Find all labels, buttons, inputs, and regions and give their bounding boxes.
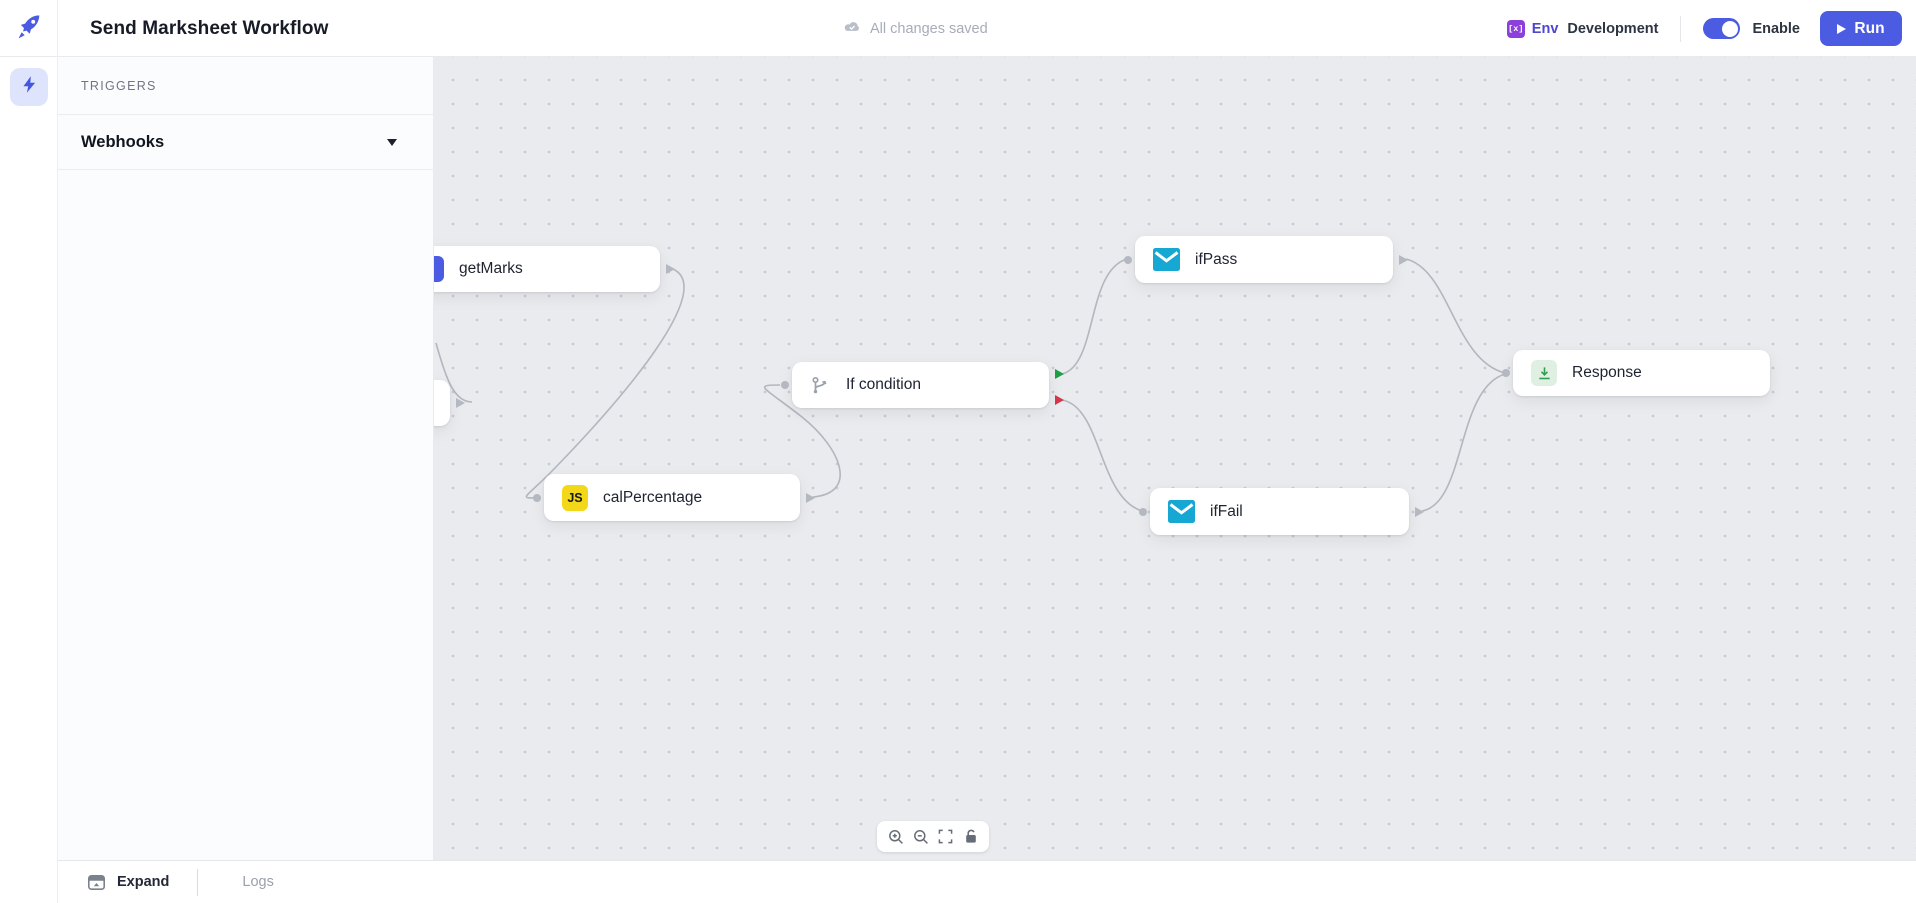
wire-ifpass-to-response — [1405, 258, 1506, 374]
node-label: If condition — [846, 376, 921, 393]
toggle-knob — [1721, 20, 1738, 37]
node-input-handle[interactable] — [1124, 255, 1132, 264]
page-title[interactable]: Send Marksheet Workflow — [90, 17, 329, 39]
javascript-icon: JS — [562, 484, 588, 511]
play-icon — [1837, 23, 1847, 34]
node-label: ifPass — [1195, 250, 1238, 268]
enable-label: Enable — [1752, 20, 1800, 37]
wire-iffail-to-response — [1421, 373, 1506, 512]
wire-false-to-iffail — [1061, 399, 1143, 512]
app-logo[interactable] — [0, 0, 58, 57]
node-input-handle[interactable] — [1502, 369, 1510, 377]
env-label: Env — [1531, 20, 1559, 37]
node-label: Response — [1572, 364, 1642, 381]
lock-button[interactable] — [960, 826, 982, 848]
true-output-handle[interactable] — [1055, 369, 1064, 379]
triggers-rail-button[interactable] — [10, 68, 48, 106]
zoom-out-button[interactable] — [910, 826, 932, 848]
node-input-handle[interactable] — [781, 381, 789, 389]
env-value: Development — [1567, 20, 1659, 37]
node-label: ifFail — [1210, 502, 1243, 520]
node-iffail[interactable]: ifFail — [1139, 488, 1424, 535]
enable-toggle[interactable] — [1703, 18, 1741, 39]
wire-getmarks-to-calpercentage — [525, 268, 685, 499]
zoom-in-button[interactable] — [885, 826, 907, 848]
branch-icon — [810, 375, 831, 396]
environment-selector[interactable]: [x] Env Development — [1506, 19, 1659, 38]
fit-view-button[interactable] — [935, 826, 957, 848]
run-button[interactable]: Run — [1820, 11, 1902, 46]
expand-label: Expand — [117, 874, 170, 890]
node-ifcondition[interactable]: If condition — [781, 362, 1064, 408]
divider — [197, 868, 199, 896]
node-getmarks[interactable]: getMarks — [434, 246, 675, 292]
bottom-bar: Expand Logs — [58, 860, 1916, 903]
node-input-handle[interactable] — [533, 493, 541, 502]
expand-button[interactable]: Expand — [88, 874, 169, 890]
mail-icon — [1168, 500, 1195, 523]
webhooks-label: Webhooks — [81, 132, 165, 151]
node-calpercentage[interactable]: JS calPercentage — [533, 474, 815, 521]
node-input-handle[interactable] — [1139, 507, 1147, 516]
chevron-down-icon — [387, 138, 397, 146]
node-label: calPercentage — [603, 488, 703, 506]
return-output-icon — [1531, 360, 1557, 386]
triggers-sidebar: TRIGGERS Webhooks — [58, 57, 434, 860]
top-right-controls: [x] Env Development Enable Run — [1506, 0, 1902, 57]
run-button-label: Run — [1854, 19, 1885, 37]
node-output-handle[interactable] — [456, 398, 465, 408]
wire-true-to-ifpass — [1061, 258, 1128, 375]
node-output-handle[interactable] — [666, 264, 675, 274]
mail-icon — [1153, 248, 1180, 271]
save-status-text: All changes saved — [870, 20, 988, 37]
api-node-icon — [434, 256, 444, 282]
node-hidden-trigger[interactable] — [434, 380, 465, 426]
node-output-handle[interactable] — [806, 492, 815, 503]
node-output-handle[interactable] — [1415, 506, 1424, 517]
lightning-bolt-icon — [20, 75, 39, 99]
icon-rail — [0, 57, 58, 903]
false-output-handle[interactable] — [1055, 395, 1064, 405]
divider — [1680, 15, 1682, 42]
workflow-canvas[interactable]: getMarks JS calPercentage If condit — [434, 57, 1916, 860]
node-label: getMarks — [459, 260, 523, 277]
rocket-logo-icon — [14, 11, 44, 46]
top-bar: Send Marksheet Workflow All changes save… — [0, 0, 1916, 57]
edge-wires — [435, 258, 1506, 512]
sidebar-section-title: TRIGGERS — [58, 57, 433, 115]
canvas-toolbar — [877, 821, 989, 852]
logs-button[interactable]: Logs — [242, 874, 274, 890]
env-vars-icon: [x] — [1506, 19, 1525, 38]
expand-panel-icon — [88, 874, 105, 890]
cloud-check-icon — [843, 20, 861, 38]
sidebar-item-webhooks[interactable]: Webhooks — [58, 115, 433, 170]
node-ifpass[interactable]: ifPass — [1124, 236, 1408, 283]
save-status: All changes saved — [843, 0, 988, 57]
node-response[interactable]: Response — [1502, 350, 1770, 396]
node-output-handle[interactable] — [1399, 254, 1408, 265]
